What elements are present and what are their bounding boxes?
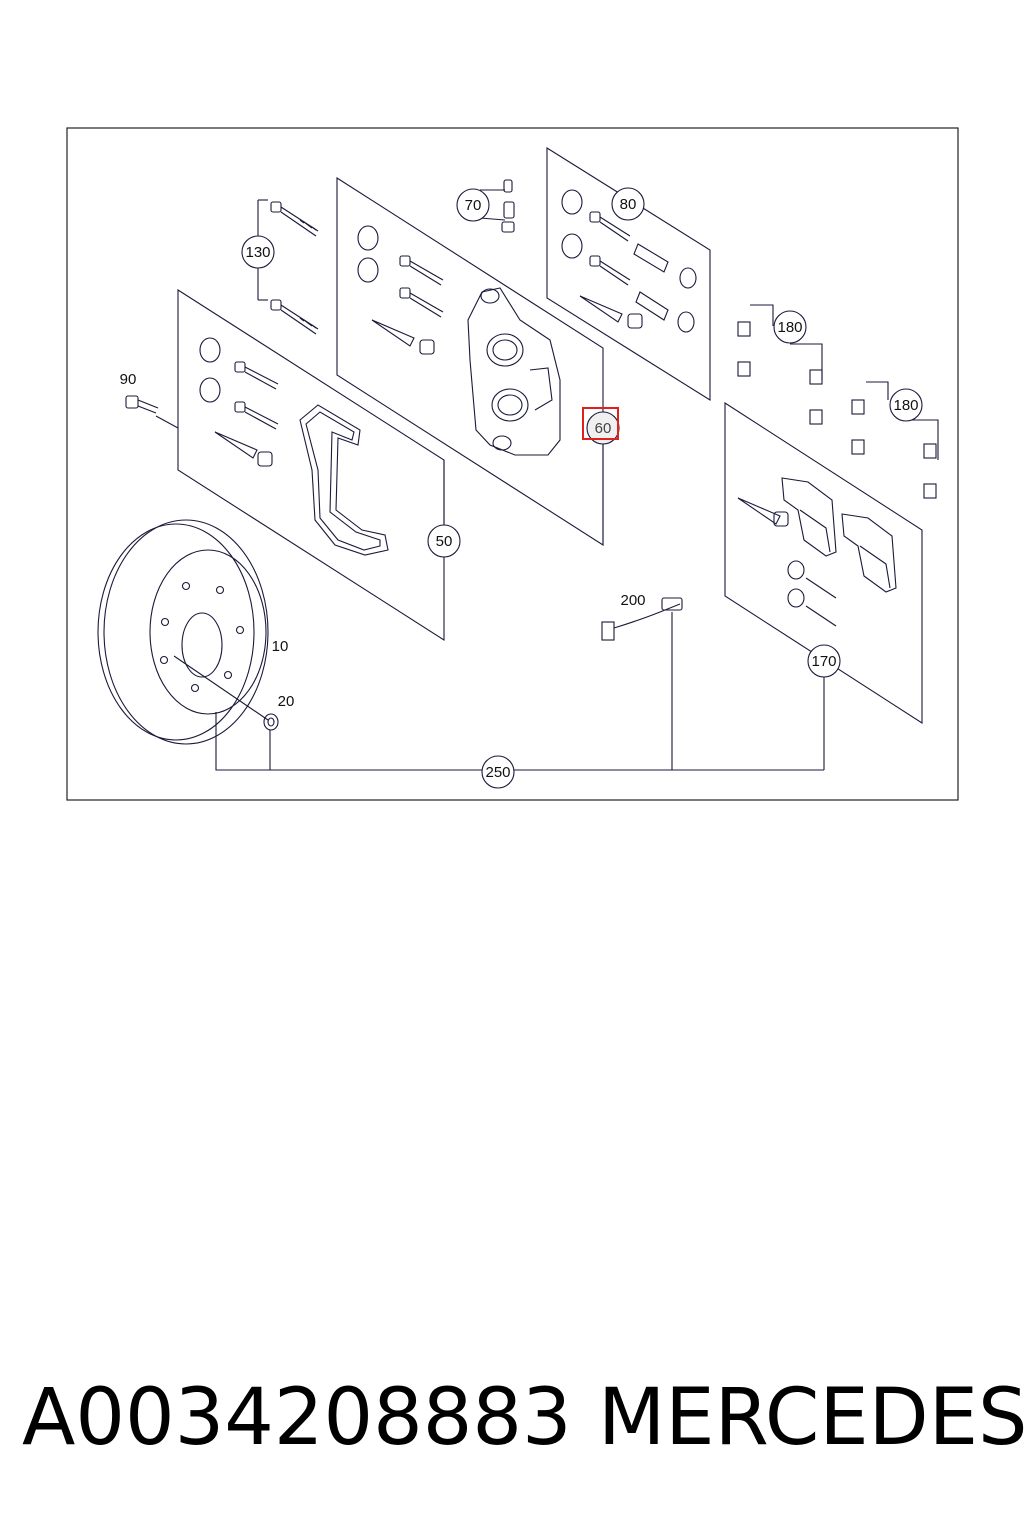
- pad-clips-180b: [851, 381, 939, 499]
- callout-250: 250: [485, 764, 510, 781]
- bolt-130-bottom: [270, 299, 319, 335]
- leader-250: [215, 712, 484, 771]
- callout-60[interactable]: 60: [595, 420, 612, 437]
- brake-disc: [97, 519, 269, 745]
- leader-10: [173, 655, 269, 721]
- highlight-box: [582, 407, 619, 440]
- bolt-90: [125, 395, 159, 414]
- callout-180a: 180: [777, 319, 802, 336]
- panel-50: [177, 288, 445, 642]
- screw-20: [263, 713, 279, 731]
- panel-170: [724, 401, 923, 725]
- callout-90: 90: [120, 371, 137, 388]
- callout-80: 80: [620, 196, 637, 213]
- wear-sensor: [601, 597, 683, 641]
- callout-200: 200: [620, 592, 645, 609]
- caliper-housing: [467, 287, 561, 456]
- callout-170: 170: [811, 653, 836, 670]
- brake-pad-2: [841, 513, 897, 593]
- bolt-130-top: [270, 201, 319, 237]
- callout-50: 50: [436, 533, 453, 550]
- footer: A0034208883 MERCEDES: [0, 1368, 1024, 1478]
- brake-pad-1: [781, 477, 837, 557]
- caliper-bracket: [299, 404, 389, 556]
- diagram-frame: [66, 127, 959, 801]
- leader-90: [155, 415, 179, 429]
- part-number: A0034208883: [22, 1373, 572, 1463]
- brake-assembly-diagram: 130 70 80 180 180 50 60 170 250 90 10 20…: [66, 127, 959, 801]
- bleeder-valve: [501, 179, 515, 233]
- callout-20: 20: [278, 693, 295, 710]
- callout-180b: 180: [893, 397, 918, 414]
- callout-130: 130: [245, 244, 270, 261]
- callout-10: 10: [272, 638, 289, 655]
- callout-70: 70: [465, 197, 482, 214]
- panel-80: [546, 147, 711, 401]
- brand-name: MERCEDES: [598, 1373, 1024, 1463]
- pad-clips-180a: [737, 304, 823, 425]
